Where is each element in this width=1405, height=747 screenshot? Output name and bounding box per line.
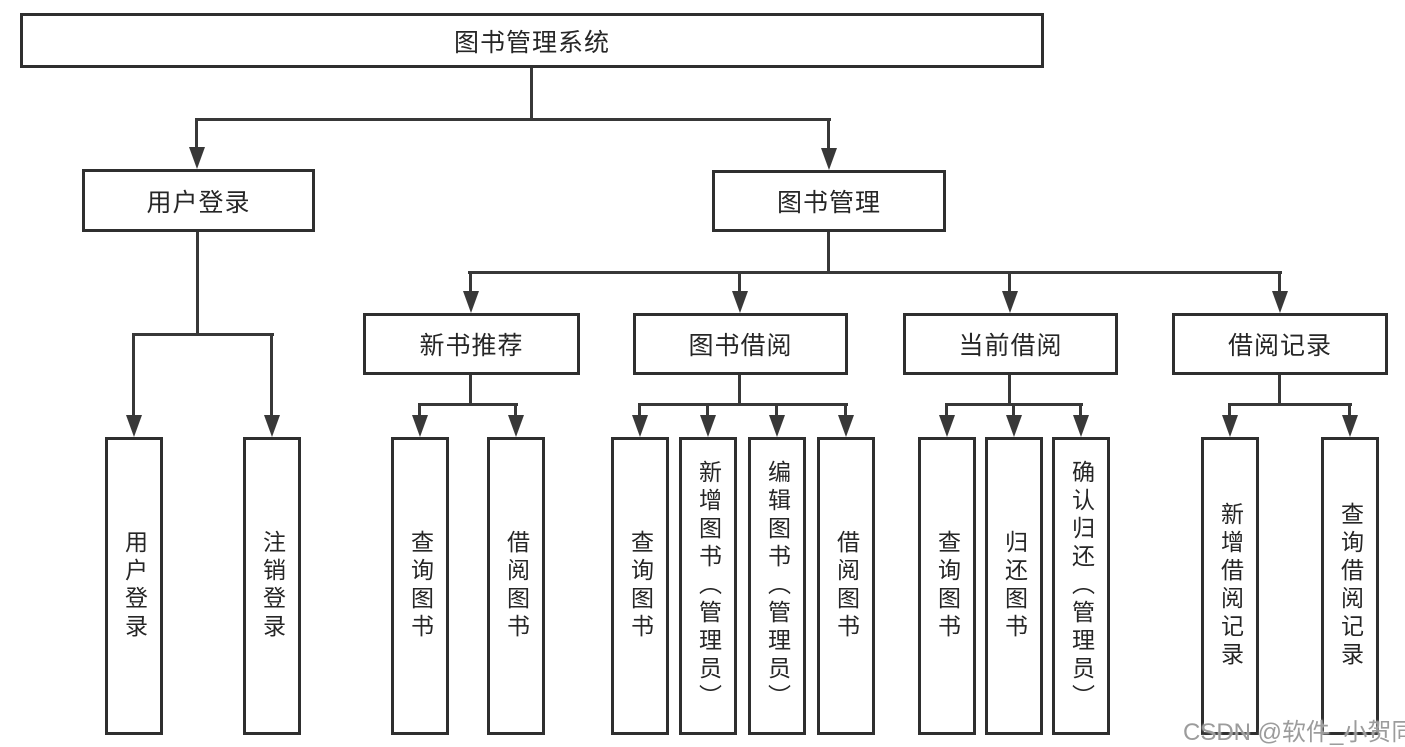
node-book-management: 图书管理 (712, 170, 946, 232)
connector-borrow-stub (738, 375, 741, 406)
leaf-confirm-return-admin: 确认归还（管理员） (1052, 437, 1110, 735)
node-user-login-label: 用户登录 (146, 188, 251, 217)
arrowhead-icon (1006, 415, 1022, 437)
leaf-confirm-return-admin-label: 确认归还（管理员） (1068, 460, 1095, 712)
leaf-add-book-admin: 新增图书（管理员） (679, 437, 737, 735)
leaf-add-book-admin-label: 新增图书（管理员） (695, 460, 722, 712)
node-root-label: 图书管理系统 (453, 28, 610, 57)
node-book-management-label: 图书管理 (776, 189, 881, 217)
node-user-login: 用户登录 (82, 169, 315, 232)
leaf-query-borrow-record-label: 查询借阅记录 (1337, 502, 1364, 670)
leaf-query-book-1-label: 查询图书 (407, 530, 434, 642)
connector-newbook-hline (418, 403, 518, 406)
leaf-query-book-1: 查询图书 (391, 437, 449, 735)
connector-arrow-shaft (132, 335, 135, 417)
arrowhead-icon (769, 415, 785, 437)
leaf-borrow-book-1: 借阅图书 (487, 437, 545, 735)
connector-arrow-shaft (775, 403, 778, 417)
node-current-borrow: 当前借阅 (903, 313, 1118, 375)
arrowhead-icon (508, 415, 524, 437)
arrowhead-icon (1342, 415, 1358, 437)
connector-current-stub (1008, 375, 1011, 406)
connector-userlogin-stub (196, 232, 199, 336)
connector-arrow-shaft (844, 403, 847, 417)
connector-records-stub (1278, 375, 1281, 406)
connector-arrow-shaft (418, 403, 421, 417)
leaf-add-borrow-record: 新增借阅记录 (1201, 437, 1259, 735)
arrowhead-icon (632, 415, 648, 437)
arrowhead-icon (412, 415, 428, 437)
connector-arrow-shaft (1008, 273, 1011, 293)
connector-arrow-shaft (514, 403, 517, 417)
arrowhead-icon (126, 415, 142, 437)
leaf-borrow-book-2: 借阅图书 (817, 437, 875, 735)
leaf-borrow-book-2-label: 借阅图书 (833, 530, 860, 642)
connector-arrow-shaft (1278, 273, 1281, 293)
arrowhead-icon (838, 415, 854, 437)
arrowhead-icon (732, 291, 748, 313)
leaf-borrow-book-1-label: 借阅图书 (503, 530, 530, 642)
connector-root-hline (195, 118, 831, 121)
leaf-return-book-label: 归还图书 (1001, 530, 1028, 642)
leaf-query-book-2-label: 查询图书 (627, 530, 654, 642)
leaf-query-book-3-label: 查询图书 (934, 530, 961, 642)
arrowhead-icon (1222, 415, 1238, 437)
leaf-query-book-2: 查询图书 (611, 437, 669, 735)
arrowhead-icon (1073, 415, 1089, 437)
connector-bookmgmt-stub (827, 232, 830, 274)
connector-arrow-shaft (738, 273, 741, 293)
leaf-user-login: 用户登录 (105, 437, 163, 735)
leaf-add-borrow-record-label: 新增借阅记录 (1217, 502, 1244, 670)
arrowhead-icon (700, 415, 716, 437)
connector-arrow-shaft (638, 403, 641, 417)
connector-bookmgmt-hline (468, 271, 1282, 274)
node-root: 图书管理系统 (20, 13, 1044, 68)
arrowhead-icon (189, 147, 205, 169)
connector-arrow-shaft (469, 273, 472, 293)
node-borrow-records: 借阅记录 (1172, 313, 1388, 375)
connector-arrow-shaft (195, 120, 198, 149)
connector-arrow-shaft (1079, 403, 1082, 417)
connector-arrow-shaft (1228, 403, 1231, 417)
leaf-return-book: 归还图书 (985, 437, 1043, 735)
connector-root-stub (530, 68, 533, 121)
arrowhead-icon (939, 415, 955, 437)
arrowhead-icon (264, 415, 280, 437)
arrowhead-icon (821, 148, 837, 170)
connector-arrow-shaft (1012, 403, 1015, 417)
leaf-logout: 注销登录 (243, 437, 301, 735)
connector-borrow-hline (638, 403, 848, 406)
connector-arrow-shaft (945, 403, 948, 417)
node-book-borrow-label: 图书借阅 (688, 332, 793, 360)
leaf-edit-book-admin-label: 编辑图书（管理员） (764, 460, 791, 712)
arrowhead-icon (1272, 291, 1288, 313)
leaf-user-login-label: 用户登录 (121, 530, 148, 642)
node-new-book-recommend: 新书推荐 (363, 313, 580, 375)
node-current-borrow-label: 当前借阅 (958, 332, 1063, 360)
connector-records-hline (1228, 403, 1352, 406)
connector-arrow-shaft (706, 403, 709, 417)
node-new-book-recommend-label: 新书推荐 (419, 332, 524, 360)
connector-arrow-shaft (827, 120, 830, 150)
connector-newbook-stub (469, 375, 472, 406)
connector-userlogin-hline (132, 333, 274, 336)
connector-arrow-shaft (270, 335, 273, 417)
leaf-query-borrow-record: 查询借阅记录 (1321, 437, 1379, 735)
leaf-edit-book-admin: 编辑图书（管理员） (748, 437, 806, 735)
connector-arrow-shaft (1348, 403, 1351, 417)
node-book-borrow: 图书借阅 (633, 313, 848, 375)
leaf-logout-label: 注销登录 (259, 530, 286, 642)
csdn-watermark: CSDN @软件_小贺同学 (1183, 719, 1405, 746)
leaf-query-book-3: 查询图书 (918, 437, 976, 735)
arrowhead-icon (463, 291, 479, 313)
node-borrow-records-label: 借阅记录 (1227, 332, 1332, 360)
arrowhead-icon (1002, 291, 1018, 313)
